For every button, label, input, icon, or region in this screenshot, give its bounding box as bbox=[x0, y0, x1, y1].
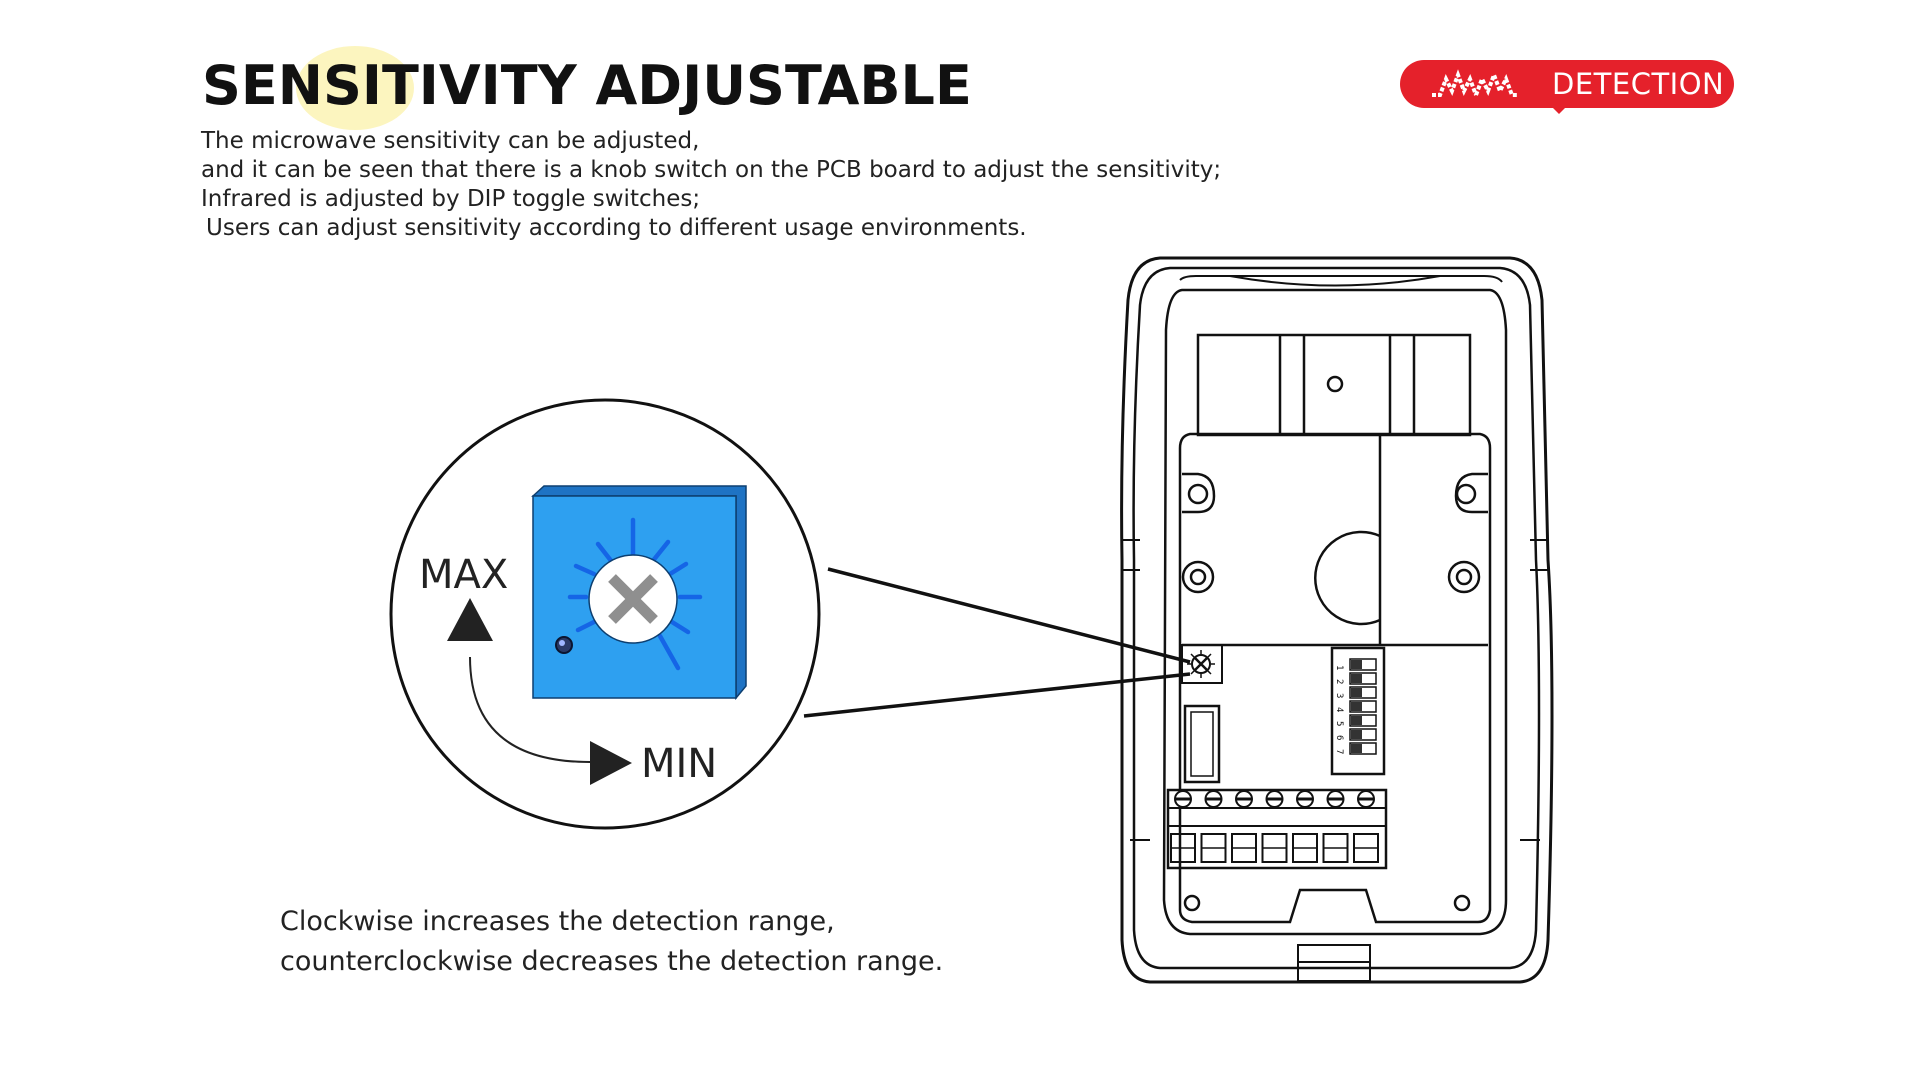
dip-number: 7 bbox=[1334, 749, 1344, 754]
dip-number: 3 bbox=[1334, 693, 1344, 698]
dip-number: 2 bbox=[1334, 679, 1344, 684]
sensitivity-ticks bbox=[567, 517, 703, 671]
brand-logo-icon bbox=[1432, 69, 1518, 97]
badge-pointer bbox=[1545, 100, 1573, 114]
detector-housing bbox=[1120, 256, 1554, 984]
dip-switch: 1 2 3 4 5 6 7 bbox=[1330, 646, 1386, 776]
description-line: The microwave sensitivity can be adjuste… bbox=[201, 128, 700, 154]
dip-toggle bbox=[1351, 744, 1362, 753]
min-label: MIN bbox=[641, 741, 717, 787]
rotation-arrow bbox=[447, 598, 632, 785]
knob-cross-icon bbox=[608, 574, 658, 624]
pcb-board bbox=[1178, 432, 1492, 982]
pcb-knob-icon bbox=[1181, 644, 1223, 684]
dip-toggle bbox=[1351, 688, 1362, 697]
callout-pointer bbox=[803, 567, 1191, 718]
dip-slot bbox=[1349, 728, 1377, 741]
pcb-relay bbox=[1183, 704, 1221, 784]
potentiometer-knob bbox=[531, 485, 747, 701]
page-title: SENSITIVITY ADJUSTABLE bbox=[202, 54, 972, 117]
dip-number: 6 bbox=[1334, 735, 1344, 740]
max-label: MAX bbox=[419, 552, 508, 598]
dip-slot bbox=[1349, 658, 1377, 671]
dip-toggle bbox=[1351, 716, 1362, 725]
dip-number: 1 bbox=[1334, 665, 1344, 670]
rotation-note: Clockwise increases the detection range,… bbox=[280, 902, 943, 982]
detection-badge: DETECTION bbox=[1400, 60, 1734, 114]
max-arrow-icon bbox=[447, 598, 493, 641]
note-line: Clockwise increases the detection range, bbox=[280, 906, 835, 937]
dip-toggle bbox=[1351, 730, 1362, 739]
dip-slot bbox=[1349, 742, 1377, 755]
dip-toggle bbox=[1351, 674, 1362, 683]
description: The microwave sensitivity can be adjuste… bbox=[201, 127, 1301, 243]
terminal-block bbox=[1166, 788, 1388, 870]
title-block: SENSITIVITY ADJUSTABLE bbox=[202, 46, 972, 130]
badge-label: DETECTION bbox=[1552, 67, 1725, 101]
description-line: Infrared is adjusted by DIP toggle switc… bbox=[201, 186, 701, 212]
top-bracket bbox=[1196, 333, 1472, 437]
dip-slot bbox=[1349, 714, 1377, 727]
description-line: and it can be seen that there is a knob … bbox=[201, 157, 1222, 183]
dip-toggle bbox=[1351, 660, 1362, 669]
title-highlight bbox=[296, 46, 414, 130]
dip-number: 4 bbox=[1334, 707, 1344, 712]
min-arrow-icon bbox=[590, 741, 632, 785]
dip-slot bbox=[1349, 700, 1377, 713]
note-line: counterclockwise decreases the detection… bbox=[280, 946, 944, 977]
description-line: Users can adjust sensitivity according t… bbox=[206, 215, 1027, 241]
dip-slot bbox=[1349, 672, 1377, 685]
dip-slot bbox=[1349, 686, 1377, 699]
dip-number: 5 bbox=[1334, 721, 1344, 726]
dip-toggle bbox=[1351, 702, 1362, 711]
